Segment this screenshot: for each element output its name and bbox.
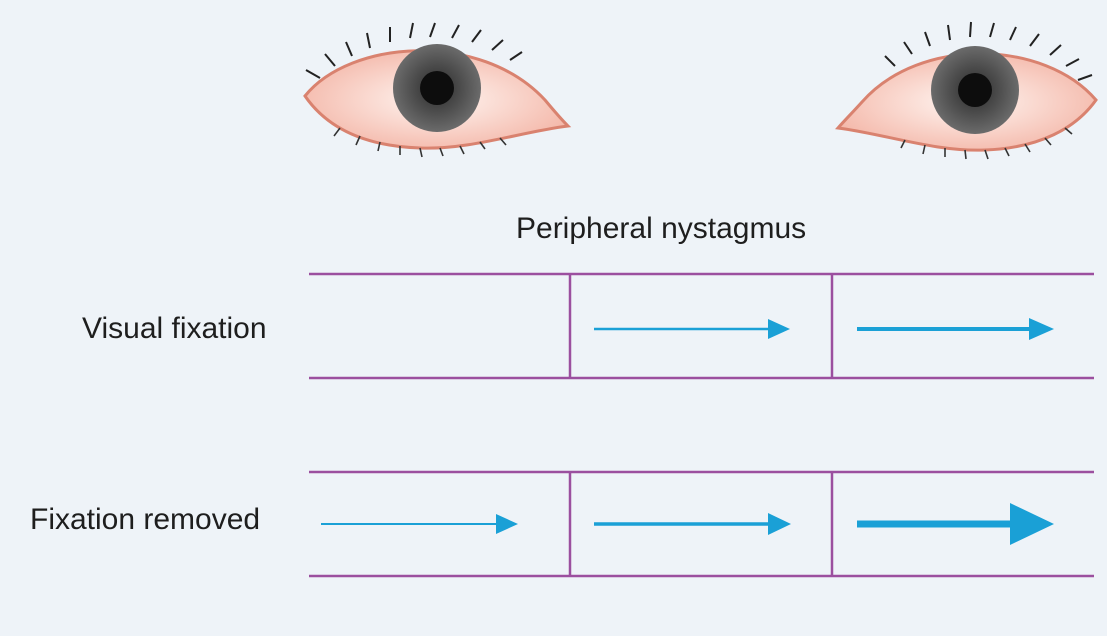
right-eye-pupil (958, 73, 992, 107)
row1-arrow-medium (857, 318, 1054, 340)
row-label-visual-fixation: Visual fixation (82, 312, 267, 346)
left-eye-pupil (420, 71, 454, 105)
row2-arrow-medium (594, 513, 791, 535)
row1-arrow-thin (594, 319, 790, 339)
left-eye-icon (305, 23, 568, 157)
row2-arrows (321, 503, 1054, 545)
diagram-grid (309, 274, 1094, 576)
row-label-fixation-removed: Fixation removed (30, 503, 260, 537)
row2-arrow-thin (321, 514, 518, 534)
row2-arrow-thick (857, 503, 1054, 545)
row1-arrows (594, 318, 1054, 340)
diagram-title: Peripheral nystagmus (516, 212, 806, 246)
right-eye-icon (838, 22, 1096, 159)
